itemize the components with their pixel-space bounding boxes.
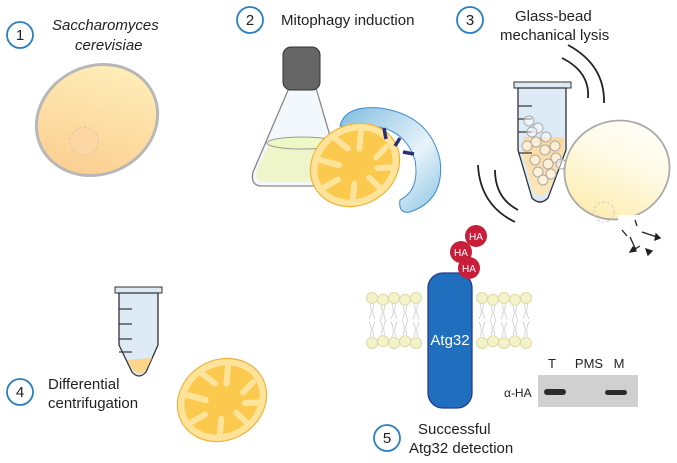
centrifuge-tube — [114, 286, 163, 377]
nucleus — [593, 201, 615, 223]
yeast-cell — [34, 62, 160, 178]
step-number-circle — [6, 21, 34, 49]
step-number-circle — [236, 6, 264, 34]
lipid-head — [377, 335, 389, 348]
lipid-head — [476, 337, 488, 349]
lipid-head — [410, 337, 422, 349]
isolated-mitochondrion — [162, 342, 282, 457]
shaking-lines — [477, 44, 605, 223]
antibody-label: α-HA — [504, 386, 532, 400]
lipid-head — [498, 337, 510, 349]
step-label-line2: cerevisiae — [75, 37, 143, 54]
ha-tag: HA — [465, 225, 487, 247]
lane-label: T — [548, 356, 556, 371]
lipid-head — [520, 337, 532, 349]
step-5: Atg32 HA HA HA T PMS M α-HA 5 Successful… — [366, 225, 638, 457]
svg-text:HA: HA — [469, 232, 483, 243]
band-T — [544, 389, 566, 395]
step-label-line1: Glass-bead — [515, 8, 592, 25]
lipid-head — [509, 293, 521, 306]
step-label-line2: Atg32 detection — [409, 440, 513, 457]
svg-text:HA: HA — [454, 248, 468, 259]
step-label-line2: mechanical lysis — [500, 27, 609, 44]
step-number-circle — [373, 424, 401, 452]
step-4: 4 Differential centrifugation — [6, 286, 282, 458]
lipid-head — [520, 292, 532, 304]
step-2: 2 Mitophagy induction — [236, 6, 442, 223]
step-label: Mitophagy induction — [281, 12, 414, 29]
step-label-line1: Saccharomyces — [52, 17, 159, 34]
flask-cap — [282, 46, 321, 91]
atg32-receptors — [382, 127, 415, 156]
lane-label: PMS — [575, 356, 604, 371]
lipid-head — [399, 335, 411, 348]
lipid-head — [366, 292, 378, 304]
step-number-circle — [456, 6, 484, 34]
lipid-head — [487, 335, 499, 348]
step-number: 4 — [16, 384, 24, 401]
atg32-label: Atg32 — [430, 332, 469, 349]
lipid-head — [509, 335, 521, 348]
atg32-protein — [427, 272, 473, 409]
step-label-line1: Successful — [418, 421, 491, 438]
lipid-bilayer — [366, 292, 532, 349]
lipid-head — [399, 293, 411, 306]
lipid-head — [377, 293, 389, 306]
western-blot: T PMS M α-HA — [504, 356, 638, 407]
step-number: 3 — [466, 12, 474, 29]
tube-with-beads — [513, 81, 572, 203]
lipid-head — [498, 292, 510, 304]
lipid-head — [366, 337, 378, 349]
lipid-head — [487, 293, 499, 306]
band-M — [605, 390, 627, 395]
step-number: 5 — [383, 430, 391, 447]
lane-label: M — [614, 356, 625, 371]
ha-tag: HA — [458, 257, 480, 279]
nucleus — [69, 126, 99, 156]
step-3: 3 Glass-bead mechanical lysis — [456, 6, 671, 257]
step-number-circle — [6, 378, 34, 406]
step-number: 1 — [16, 27, 24, 44]
lipid-head — [476, 292, 488, 304]
step-1: 1 Saccharomyces cerevisiae — [6, 17, 160, 178]
lipid-head — [388, 292, 400, 304]
step-number: 2 — [246, 12, 254, 29]
step-label-line2: centrifugation — [48, 395, 138, 412]
leak-arrows — [621, 219, 662, 257]
lipid-head — [410, 292, 422, 304]
lipid-head — [388, 337, 400, 349]
step-label-line1: Differential — [48, 376, 119, 393]
svg-text:HA: HA — [462, 264, 476, 275]
